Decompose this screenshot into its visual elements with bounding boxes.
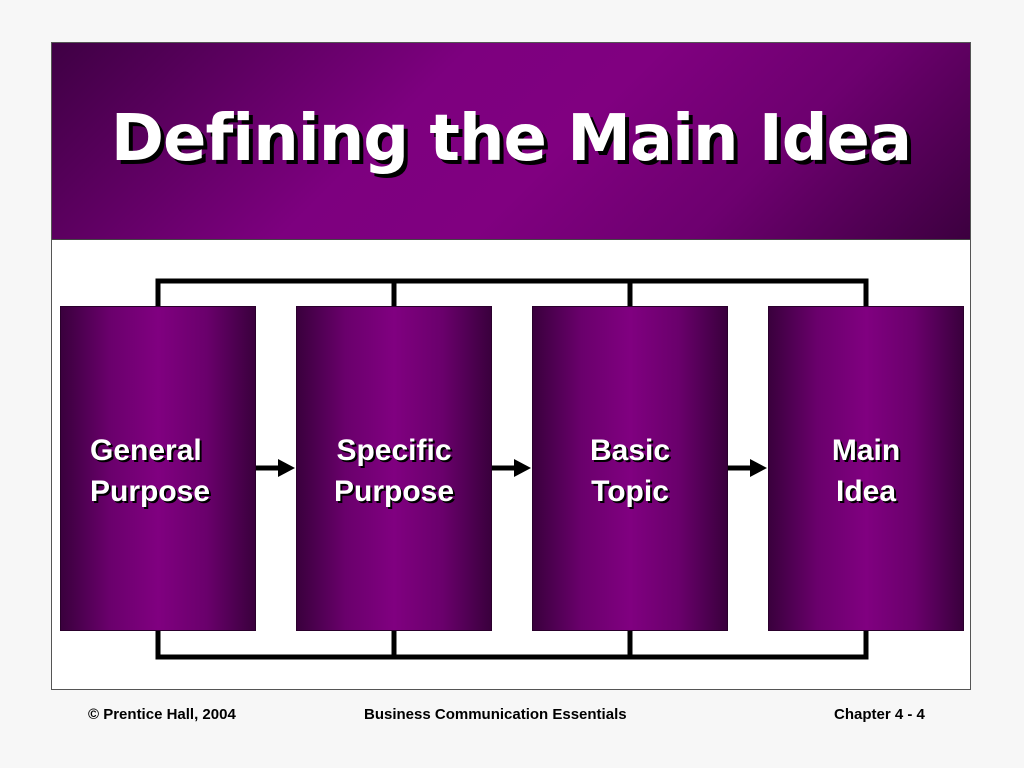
footer-course-title: Business Communication Essentials bbox=[364, 706, 627, 723]
footer-copyright: © Prentice Hall, 2004 bbox=[88, 706, 236, 723]
arrow-1 bbox=[256, 459, 295, 477]
step-box-main-idea bbox=[768, 306, 964, 631]
arrow-3 bbox=[728, 459, 767, 477]
arrow-2 bbox=[492, 459, 531, 477]
step-label-general-purpose: General Purpose bbox=[90, 434, 211, 508]
step-box-basic-topic bbox=[532, 306, 728, 631]
bottom-bracket-line bbox=[155, 631, 869, 660]
step-label-specific-purpose: Specific Purpose bbox=[333, 434, 455, 508]
title-band: Defining the Main Idea bbox=[52, 43, 970, 240]
step-label-basic-topic: Basic Topic bbox=[589, 434, 671, 508]
top-bracket-line bbox=[155, 278, 869, 307]
footer-chapter: Chapter 4 - 4 bbox=[834, 706, 925, 723]
slide-title: Defining the Main Idea bbox=[110, 102, 912, 176]
step-box-general-purpose bbox=[60, 306, 256, 631]
step-label-main-idea: Main Idea bbox=[831, 434, 901, 508]
step-box-specific-purpose bbox=[296, 306, 492, 631]
